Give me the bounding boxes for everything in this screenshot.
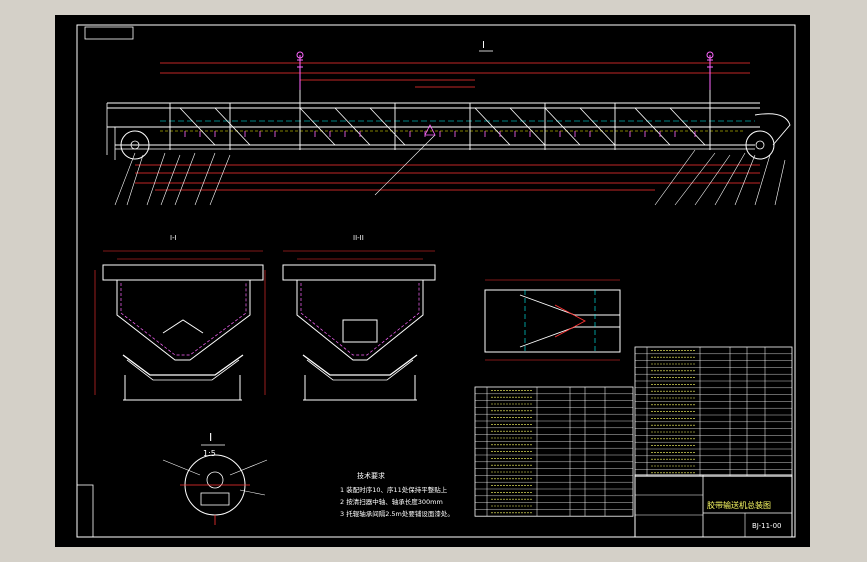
parts-list-right (634, 346, 793, 477)
drawing-canvas: I I-I (76, 24, 796, 538)
detail-title: I (209, 431, 212, 444)
note-line-1: 1 装配时序10、序11处保持平整贴上 (340, 485, 448, 494)
notes-heading: 技术要求 (357, 471, 385, 480)
parts-list-left (474, 386, 634, 517)
section-left-label: I-I (170, 234, 177, 242)
drawing-number: BJ-11-00 (752, 522, 781, 530)
detail-mark-top: I (482, 40, 485, 51)
note-line-3: 3 托辊轴承间隔2.5m处要铺设面漆处。 (340, 509, 454, 518)
section-view-left (94, 250, 266, 401)
section-mid-label: II-II (353, 234, 364, 242)
title-block-name: 胶带输送机总装图 (707, 500, 771, 510)
note-line-2: 2 按清扫器中轴、轴承长度300mm (340, 497, 443, 506)
detail-view-i (162, 454, 268, 525)
section-view-middle (282, 250, 436, 401)
corner-tag-box (84, 26, 134, 40)
title-block: 胶带输送机总装图 BJ-11-00 (634, 474, 793, 538)
plan-view-head (484, 279, 621, 361)
drawing-sheet: I I-I (55, 15, 810, 547)
conveyor-elevation (106, 51, 791, 206)
drawing-border (76, 24, 796, 538)
revision-strip (76, 484, 94, 538)
detail-scale: 1:5 (203, 449, 216, 458)
technical-notes: 技术要求 1 装配时序10、序11处保持平整贴上 2 按清扫器中轴、轴承长度30… (340, 471, 454, 518)
